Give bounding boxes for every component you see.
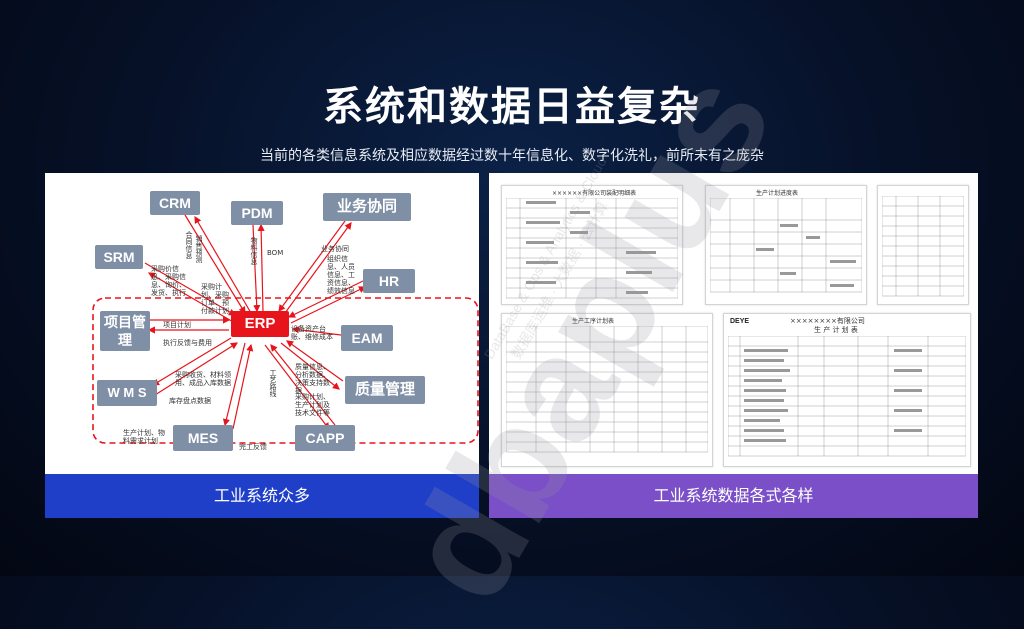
wms-node: W M S [97,380,157,406]
inspection-form-doc [877,185,969,305]
doc5-title: ××××××××有限公司 [790,317,865,325]
mes-flow-label-2: 完工反馈 [239,443,267,451]
project-flow-label-2: 执行反馈与费用 [163,339,212,347]
plan-flow-label: 采购计划、采购订单、预付款计划 [201,283,229,315]
deye-logo: DEYE [730,318,750,325]
production-schedule-doc: 生产计划进度表 [705,185,867,305]
doc4-title: 生产工序计划表 [572,318,615,325]
collab-flow-label: 业务协同 [321,245,349,253]
assembly-table-doc: ××××××有限公司装配明细表 [501,185,683,305]
capp-route-label: 工艺路线 [269,369,277,397]
page-subtitle: 当前的各类信息系统及相应数据经过数十年信息化、数字化洗礼，前所未有之庞杂 [260,148,764,164]
doc1-title: ××××××有限公司装配明细表 [552,190,637,197]
pdm-bom-label: BOM [267,249,284,257]
production-plan-doc: DEYE ××××××××有限公司 生 产 计 划 表 [723,313,971,467]
srm-node: SRM [95,245,143,269]
doc2-grid [710,198,862,293]
pdm-node: PDM [231,201,283,225]
systems-diagram-panel: CRM PDM 业务协同 SRM HR 项目管理 ERP EAM W M S 质… [45,173,479,518]
doc3-grid [882,196,964,297]
doc4-grid [506,326,708,453]
doc5-subtitle: 生 产 计 划 表 [814,326,858,334]
process-plan-doc: 生产工序计划表 [501,313,713,467]
capp-flow-label: 采购计划、生产计划及技术文件等 [295,393,330,417]
project-node: 项目管理 [100,311,150,351]
wms-flow-label-2: 库存盘点数据 [169,397,211,405]
crm-node: CRM [150,191,200,215]
hr-node: HR [363,269,415,293]
quality-flow-label: 质量信息、分析数据、决策支持数据 [295,363,330,395]
diagram-arrows [92,214,479,444]
right-caption: 工业系统数据各式各样 [489,474,978,518]
project-flow-label: 项目计划 [163,321,191,329]
hr-flow-label: 组织信息、人员信息、工资信息、绩效信息 [327,255,355,295]
collab-node: 业务协同 [323,193,411,221]
eam-flow-label: 设备资产台账、维修成本 [291,325,333,341]
doc5-grid [728,336,966,457]
mes-node: MES [173,425,233,451]
pdm-flow-label: 物料信息 [250,237,258,265]
erp-node: ERP [231,311,289,337]
capp-node: CAPP [295,425,355,451]
eam-node: EAM [341,325,393,351]
crm-flow-label-2: 销售预测 [195,235,203,263]
doc1-grid [506,198,678,299]
wms-flow-label: 采购收货、材料领用、成品入库数据 [175,371,231,387]
page-title: 系统和数据日益复杂 [323,84,701,130]
data-formats-panel: ××××××有限公司装配明细表 生产计划进度表 [489,173,978,518]
doc2-title: 生产计划进度表 [756,190,799,197]
mes-flow-label: 生产计划、物料需求计划 [123,429,165,445]
srm-flow-label: 采购价信息、采购信息、询价、发货、执行 [151,265,186,297]
left-caption: 工业系统众多 [45,474,479,518]
quality-node: 质量管理 [345,376,425,404]
crm-flow-label: 合同信息 [185,231,193,259]
